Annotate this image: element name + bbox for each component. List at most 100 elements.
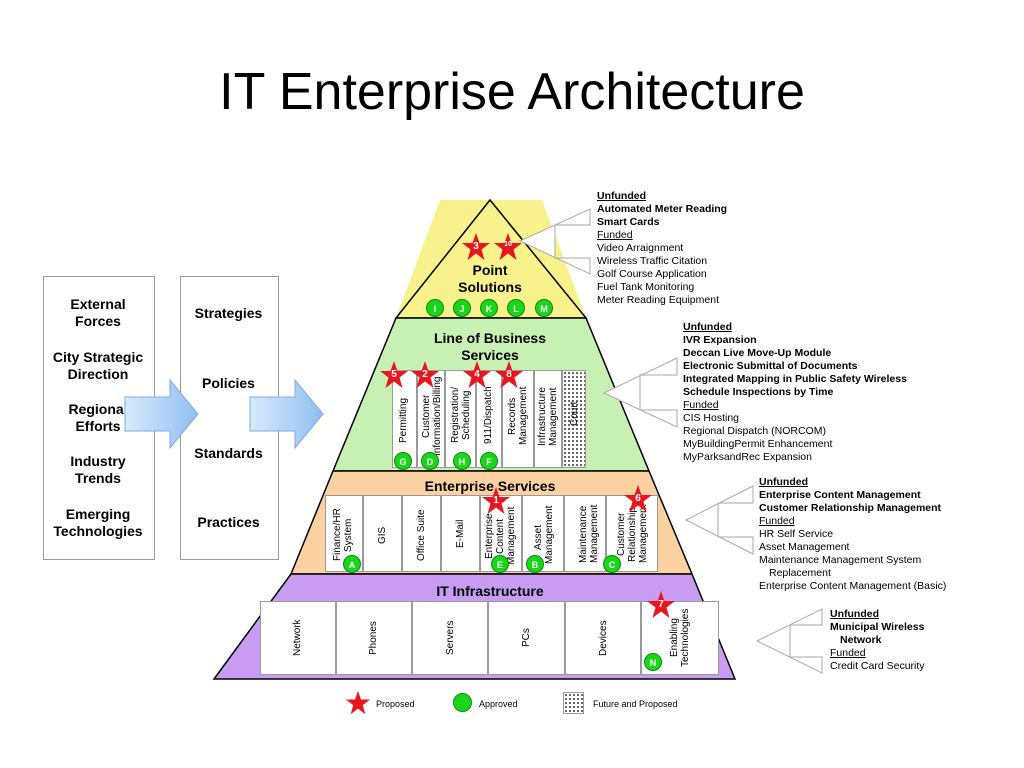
unfunded-heading: Unfunded <box>683 321 732 333</box>
proposed-star-3: 3 <box>461 232 491 262</box>
proposed-star-5: 5 <box>379 360 409 390</box>
policies-label: Policies <box>202 375 255 391</box>
note-item: Credit Card Security <box>830 660 925 672</box>
external-forces-label: External Forces <box>70 296 126 329</box>
note-item: Integrated Mapping in Public Safety Wire… <box>683 373 907 385</box>
regional-efforts-label: Regional Efforts <box>68 401 128 434</box>
infra-column-phones <box>336 601 412 675</box>
lob-text-registration: Registration/ Scheduling <box>450 386 472 444</box>
note-item: Replacement <box>769 567 831 579</box>
proposed-star-1: 1 <box>481 486 511 516</box>
proposed-star-4: 4 <box>462 360 492 390</box>
infra-text-pcs: PCs <box>521 628 532 648</box>
legend-proposed-label: Proposed <box>376 699 415 709</box>
proposed-star-8: 8 <box>494 360 524 390</box>
it-infrastructure-label: IT Infrastructure <box>436 583 544 599</box>
legend-approved-label: Approved <box>479 699 518 709</box>
note-item: Fuel Tank Monitoring <box>597 281 695 293</box>
infra-column-pcs <box>488 601 565 675</box>
ent-text-gis: GIS <box>377 526 388 544</box>
legend-star-icon <box>345 690 371 716</box>
ent-column-maintenance <box>564 495 606 572</box>
notes-point-solutions: Unfunded Automated Meter Reading Smart C… <box>597 190 727 307</box>
proposed-star-2: 2 <box>410 360 440 390</box>
callout-arrow-infra <box>755 608 823 674</box>
note-item: Wireless Traffic Citation <box>597 255 708 267</box>
industry-trends-label: Industry Trends <box>70 453 126 486</box>
unfunded-heading: Unfunded <box>759 476 808 488</box>
note-item: Schedule Inspections by Time <box>683 386 834 398</box>
approved-circle-c: C <box>603 555 621 573</box>
funded-heading: Funded <box>597 229 633 241</box>
lob-text-911-dispatch: 911/Dispatch <box>483 386 494 444</box>
emerging-technologies-label: Emerging Technologies <box>53 506 143 539</box>
funded-heading: Funded <box>759 515 795 527</box>
funded-heading: Funded <box>830 647 866 659</box>
notes-line-of-business: Unfunded IVR Expansion Deccan Live Move-… <box>683 321 907 464</box>
note-item: Asset Management <box>759 541 850 553</box>
lob-column-customer-info <box>417 370 445 468</box>
notes-enterprise-services: Unfunded Enterprise Content Management C… <box>759 476 946 593</box>
approved-circle-h: H <box>453 452 471 470</box>
ent-text-email: E-Mail <box>455 519 466 549</box>
ent-text-maintenance: Maintenance Management <box>578 504 600 564</box>
unfunded-heading: Unfunded <box>830 608 879 620</box>
line-of-business-label: Line of Business Services <box>433 330 547 363</box>
callout-arrow-lob <box>602 357 678 428</box>
lob-column-records <box>502 370 534 468</box>
enterprise-services-label: Enterprise Services <box>424 478 556 494</box>
input-arrow-2 <box>249 378 324 450</box>
lob-column-infrastructure <box>534 370 562 468</box>
practices-label: Practices <box>197 514 260 530</box>
note-item: MyBuildingPermit Enhancement <box>683 438 833 450</box>
infra-column-network <box>260 601 336 675</box>
page-title: IT Enterprise Architecture <box>219 63 805 121</box>
proposed-star-6: 6 <box>623 484 653 514</box>
approved-circle-m: M <box>535 299 553 317</box>
infra-text-network: Network <box>292 619 303 657</box>
infra-column-servers <box>412 601 488 675</box>
infra-text-phones: Phones <box>368 621 379 655</box>
note-item: Enterprise Content Management (Basic) <box>759 580 947 592</box>
ent-column-office-suite <box>402 495 441 572</box>
legend-future-label: Future and Proposed <box>593 699 678 709</box>
note-item: Customer Relationship Management <box>759 502 942 514</box>
input-arrow-1 <box>124 378 199 450</box>
standards-label: Standards <box>194 445 263 461</box>
funded-heading: Funded <box>683 399 719 411</box>
ent-column-gis <box>363 495 402 572</box>
approved-circle-b: B <box>526 555 544 573</box>
approved-circle-j: J <box>453 299 471 317</box>
approved-circle-e: E <box>491 555 509 573</box>
approved-circle-g: G <box>394 452 412 470</box>
lob-text-court: Court <box>569 401 580 427</box>
ent-column-email <box>441 495 480 572</box>
lob-text-records: Records Management <box>507 386 529 446</box>
note-item: Automated Meter Reading <box>597 203 728 215</box>
note-item: Meter Reading Equipment <box>597 294 719 306</box>
strategies-label: Strategies <box>194 305 263 321</box>
callout-arrow-enterprise <box>684 485 754 555</box>
note-item: Electronic Submittal of Documents <box>683 360 858 372</box>
note-item: Regional Dispatch (NORCOM) <box>683 425 826 437</box>
ent-text-office-suite: Office Suite <box>416 509 427 561</box>
approved-circle-a: A <box>343 555 361 573</box>
infra-text-devices: Devices <box>598 620 609 656</box>
approved-circle-n: N <box>644 653 662 671</box>
city-strategic-direction-label: City Strategic Direction <box>52 349 144 382</box>
point-solutions-label: Point Solutions <box>458 262 522 295</box>
note-item: Municipal Wireless <box>830 621 925 633</box>
legend-circle-icon <box>453 693 472 712</box>
lob-text-permitting: Permitting <box>398 397 409 443</box>
approved-circle-f: F <box>480 452 498 470</box>
infra-text-servers: Servers <box>445 620 456 656</box>
lob-text-infrastructure: Infrastructure Management <box>537 387 559 447</box>
approved-circle-k: K <box>480 299 498 317</box>
note-item: Deccan Live Move-Up Module <box>683 347 832 359</box>
note-item: Video Arraignment <box>597 242 684 254</box>
infra-column-devices <box>565 601 641 675</box>
proposed-star-7: 7 <box>646 590 676 620</box>
approved-circle-i: I <box>426 299 444 317</box>
legend-future-swatch <box>563 692 584 714</box>
lob-column-court <box>562 370 586 468</box>
